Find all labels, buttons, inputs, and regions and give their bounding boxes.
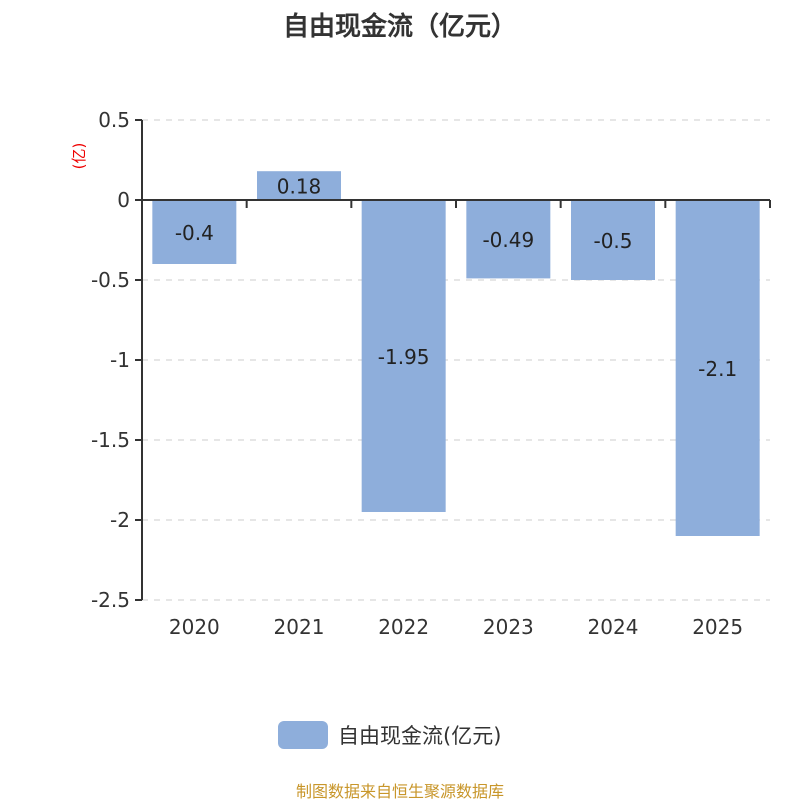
x-tick-label: 2025 [692,615,743,639]
y-tick-label: 0 [117,188,130,212]
y-tick-label: -1.5 [91,428,130,452]
bar [675,200,760,536]
source-note: 制图数据来自恒生聚源数据库 [295,782,504,801]
bar [466,200,551,279]
data-label: 0.18 [277,175,322,199]
bar [257,171,341,200]
data-label: -0.49 [482,228,534,252]
y-axis-label: (亿) [70,143,88,170]
y-tick-label: -2 [110,508,130,532]
data-label: -1.95 [378,345,430,369]
data-label: -2.1 [698,357,737,381]
y-tick-label: -0.5 [91,268,130,292]
x-tick-label: 2024 [588,615,639,639]
legend-label: 自由现金流(亿元) [338,724,502,748]
legend[interactable]: 自由现金流(亿元) [278,720,501,750]
x-tick-label: 2021 [274,615,325,639]
x-tick-label: 2023 [483,615,534,639]
x-tick-label: 2020 [169,615,220,639]
data-label: -0.5 [593,229,632,253]
bar [152,200,237,264]
legend-swatch [278,721,328,749]
bar [571,200,655,280]
data-label: -0.4 [175,221,214,245]
bar [361,200,446,512]
y-tick-label: -2.5 [91,588,130,612]
y-tick-label: 0.5 [98,108,130,132]
x-tick-label: 2022 [378,615,429,639]
chart-title: 自由现金流（亿元） [282,12,517,42]
y-tick-label: -1 [110,348,130,372]
